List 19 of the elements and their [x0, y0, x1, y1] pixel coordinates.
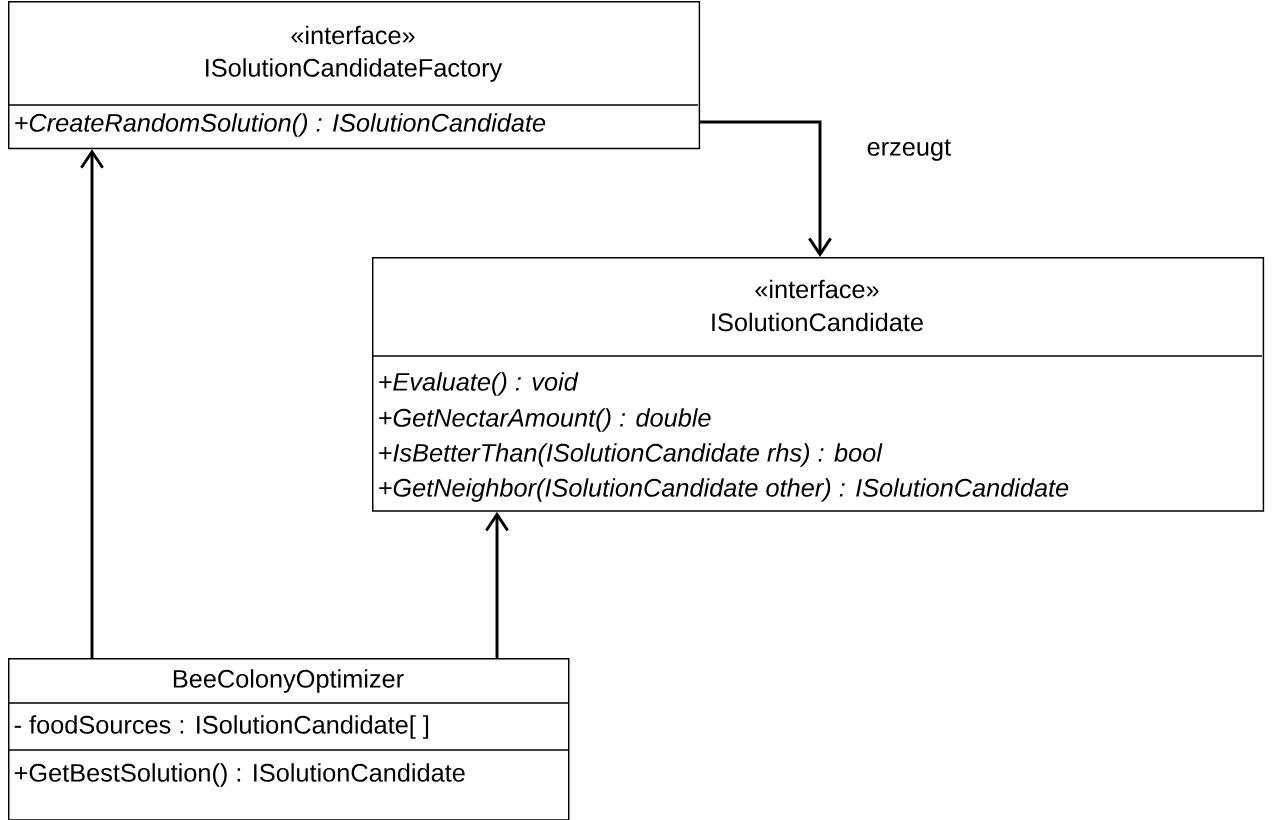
- arrow: [485, 511, 509, 658]
- class-box: [7, 1, 701, 150]
- stereotype-label: «interface»: [755, 279, 879, 299]
- method-signature: +GetNeighbor(ISolutionCandidate other) : ISolutionCandidate: [379, 478, 1069, 502]
- method-signature: +Evaluate() : void: [379, 372, 579, 396]
- class-name: BeeColonyOptimizer: [173, 669, 404, 693]
- method-signature: +IsBetterThan(ISolutionCandidate rhs) : bool: [379, 443, 883, 467]
- edge-label: erzeugt: [865, 137, 953, 163]
- class-name: ISolutionCandidateFactory: [206, 58, 503, 82]
- method-signature: +GetBestSolution() : ISolutionCandidate: [14, 763, 465, 787]
- class-box: [371, 257, 1265, 512]
- attribute: - foodSources : ISolutionCandidate[ ]: [14, 715, 429, 739]
- method-signature: +CreateRandomSolution() : ISolutionCandidate: [15, 113, 546, 137]
- stereotype-label: «interface»: [291, 25, 415, 45]
- arrow: [700, 120, 832, 257]
- class-box: [7, 658, 570, 820]
- class-name: ISolutionCandidate: [712, 312, 923, 332]
- arrow: [80, 149, 104, 658]
- method-signature: +GetNectarAmount() : double: [379, 408, 711, 432]
